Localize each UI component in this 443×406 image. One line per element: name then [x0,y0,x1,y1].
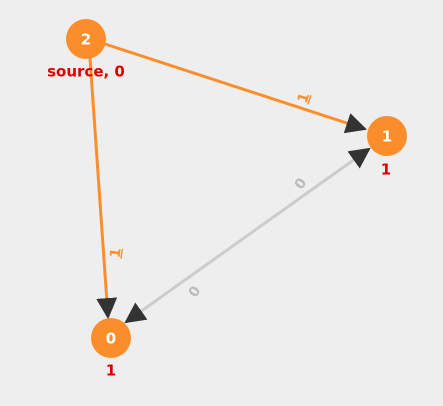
edges-layer [88,42,371,324]
annotations-layer: source, 0 1 1 [47,63,391,380]
edge-weight-2-1: 1 [295,91,313,105]
node-0-annotation: 1 [106,362,116,380]
node-2-circle[interactable] [66,19,106,59]
node-2-label: 2 [81,31,91,49]
node-0[interactable]: 0 [91,318,131,358]
node-0-circle[interactable] [91,318,131,358]
edge-2-0[interactable] [88,57,118,320]
node-1[interactable]: 1 [367,116,407,156]
node-1-label: 1 [382,128,392,146]
edge-weight-0-1: 0 [292,175,311,192]
nodes-layer: 2 1 0 [66,19,407,358]
edge-weight-2-0: 1 [107,247,124,259]
node-1-circle[interactable] [367,116,407,156]
node-1-annotation: 1 [381,161,391,179]
node-2-annotation: source, 0 [47,63,125,81]
edge-weight-1-0: 0 [186,283,205,300]
node-0-label: 0 [106,330,116,348]
edge-0-1[interactable] [124,147,371,324]
node-2[interactable]: 2 [66,19,106,59]
edge-2-1[interactable] [104,42,367,134]
weights-layer: 1 1 0 0 [107,91,313,301]
